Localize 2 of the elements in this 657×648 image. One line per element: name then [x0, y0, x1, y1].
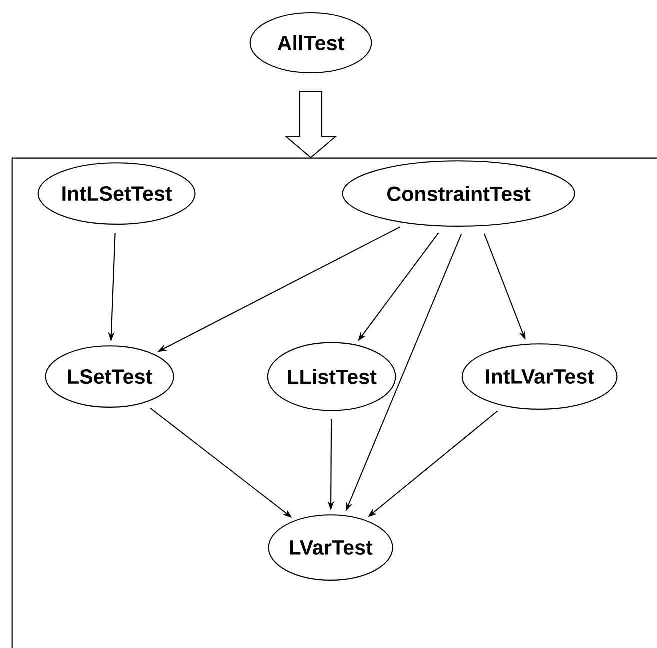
block-arrow — [284, 91, 338, 158]
container-box — [12, 158, 657, 648]
